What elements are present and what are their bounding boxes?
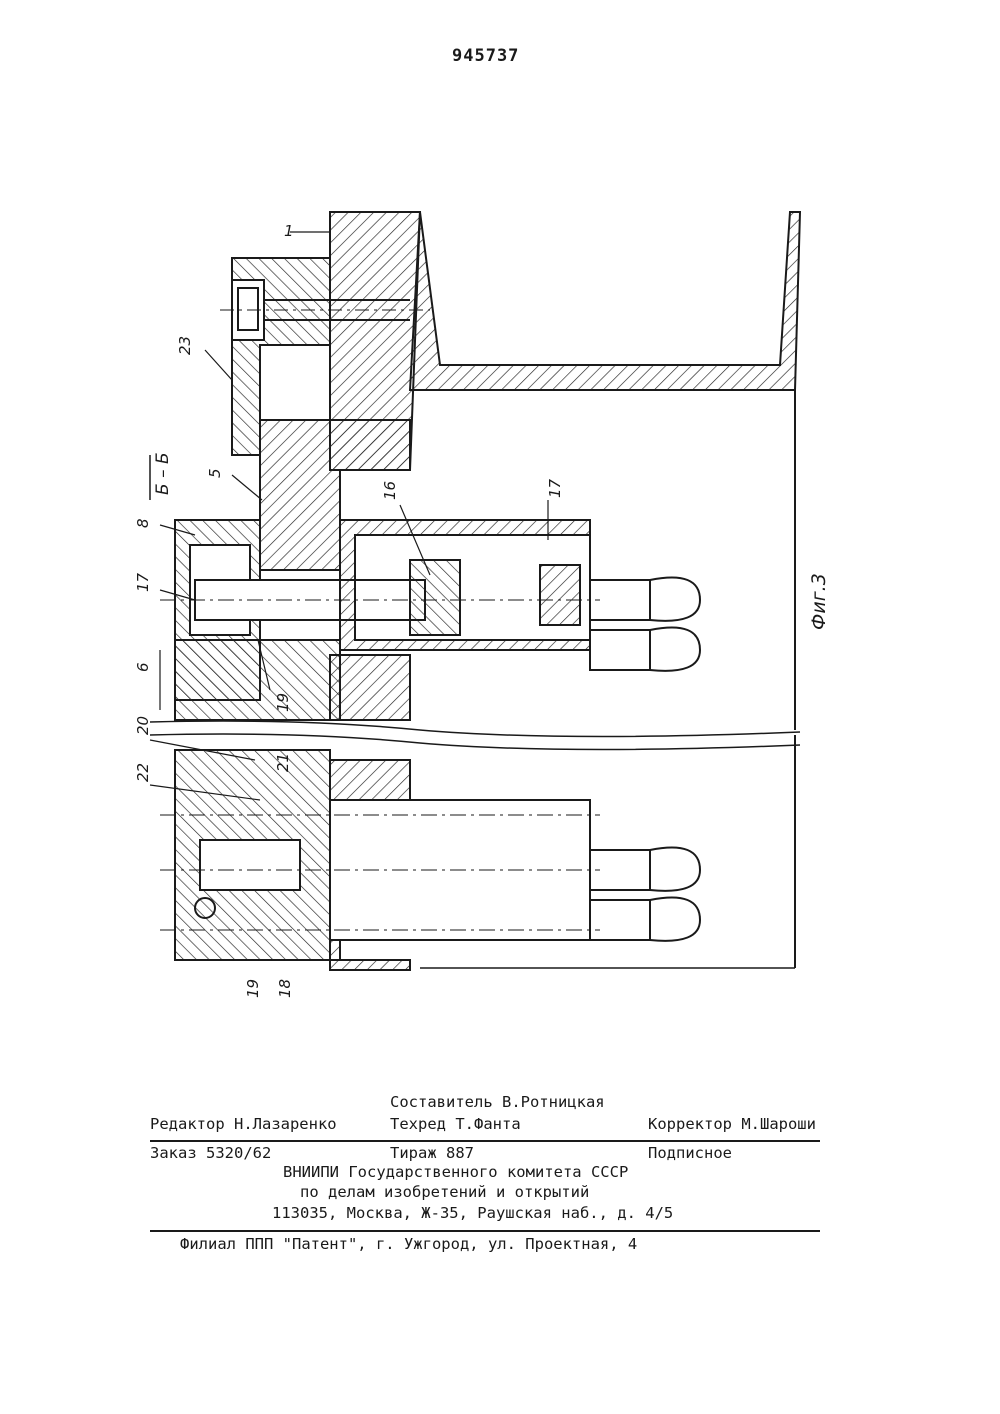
compiler: Составитель В.Ротницкая [390,1093,605,1111]
org-line1: ВНИИПИ Государственного комитета СССР [283,1163,628,1181]
drawing-geometry [150,212,800,970]
org-address: 113035, Москва, Ж-35, Раушская наб., д. … [272,1204,673,1222]
label-1: 1 [284,222,294,240]
circulation: Тираж 887 [390,1144,474,1162]
subscription: Подписное [648,1144,732,1162]
label-21: 21 [274,753,292,772]
section-label: Б – Б [153,452,173,495]
org-line2: по делам изобретений и открытий [300,1183,589,1201]
label-17-right: 17 [546,478,564,498]
techred: Техред Т.Фанта [390,1115,521,1133]
label-18: 18 [276,979,294,998]
rule-top [150,1140,820,1142]
label-16: 16 [381,481,399,500]
figure-caption: Фиг.3 [808,573,830,630]
label-19-upper: 19 [274,693,292,712]
label-19-lower: 19 [244,979,262,998]
corrector: Корректор М.Шароши [648,1115,816,1133]
label-5: 5 [206,468,224,478]
label-17-left: 17 [134,572,152,592]
label-22: 22 [134,763,152,782]
rule-bottom [150,1230,820,1232]
branch: Филиал ППП "Патент", г. Ужгород, ул. Про… [180,1235,637,1253]
label-23: 23 [176,336,194,355]
label-6: 6 [134,662,152,672]
editor: Редактор Н.Лазаренко [150,1115,337,1133]
label-20: 20 [134,716,152,735]
label-8: 8 [134,518,152,528]
order: Заказ 5320/62 [150,1144,271,1162]
